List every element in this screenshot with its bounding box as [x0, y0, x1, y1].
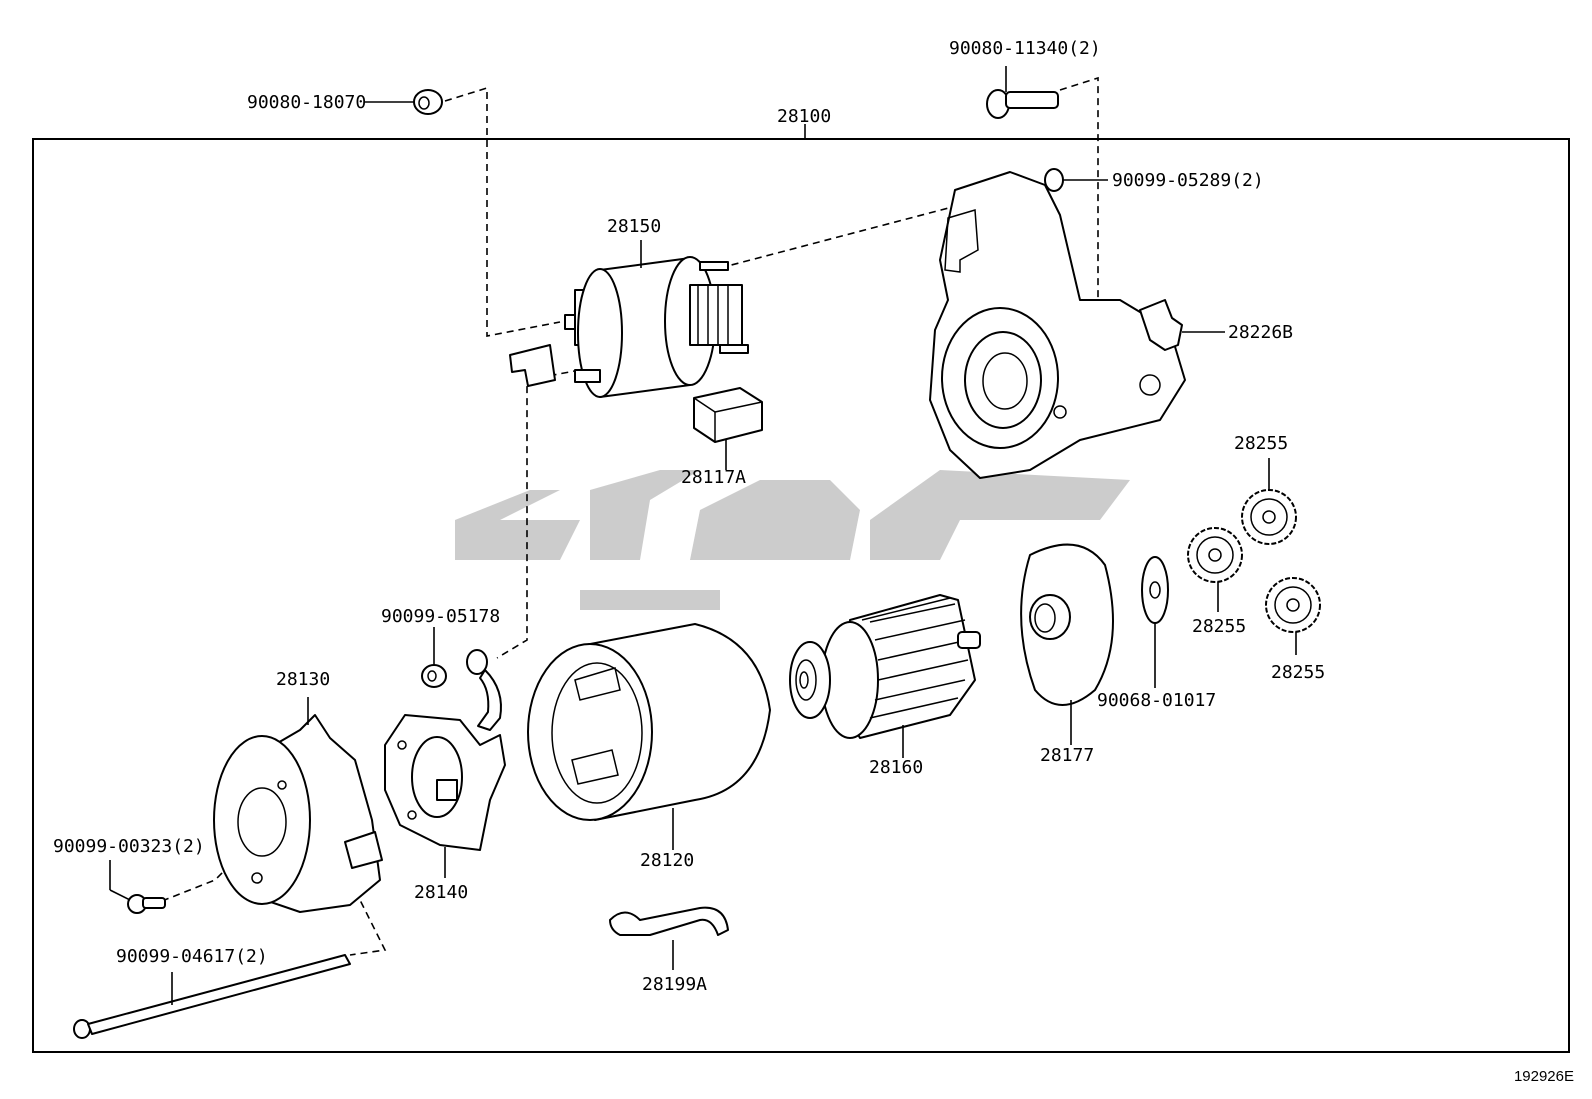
figure-code: 192926E [1513, 1068, 1574, 1085]
label-90099-04617[interactable]: 90099-04617(2) [116, 946, 268, 967]
label-28177[interactable]: 28177 [1040, 745, 1094, 766]
label-28117a[interactable]: 28117A [681, 467, 746, 488]
label-90068-01017[interactable]: 90068-01017 [1097, 690, 1216, 711]
through-bolt-90099-04617[interactable] [73, 954, 351, 1039]
label-90099-05178[interactable]: 90099-05178 [381, 606, 500, 627]
cover-28117a[interactable] [693, 387, 763, 470]
label-90080-11340[interactable]: 90080-11340(2) [949, 38, 1101, 59]
nut-90080-18070[interactable] [364, 89, 443, 115]
lead-wire-terminal[interactable] [466, 649, 502, 731]
part-labels: 28100 90080-18070 90080-11340(2) 90099-0… [53, 38, 1325, 995]
lead-wire-28199a[interactable] [609, 906, 729, 970]
brush-holder-28140[interactable] [384, 714, 506, 878]
label-28226b[interactable]: 28226B [1228, 322, 1293, 343]
nut-90099-05178[interactable] [421, 627, 447, 688]
label-28255-b[interactable]: 28255 [1192, 616, 1246, 637]
plate-28177[interactable] [1020, 543, 1114, 745]
solenoid-switch-28150[interactable] [509, 240, 749, 398]
label-28199a[interactable]: 28199A [642, 974, 707, 995]
label-28255-a[interactable]: 28255 [1234, 433, 1288, 454]
label-28255-c[interactable]: 28255 [1271, 662, 1325, 683]
label-28140[interactable]: 28140 [414, 882, 468, 903]
assembly-frame [32, 138, 1570, 1053]
label-28130[interactable]: 28130 [276, 669, 330, 690]
label-28120[interactable]: 28120 [640, 850, 694, 871]
nut-90099-05289[interactable] [1044, 168, 1108, 192]
yoke-28120[interactable] [527, 623, 771, 850]
watermark-logo [455, 470, 1130, 610]
armature-28160[interactable] [789, 594, 981, 758]
label-28150[interactable]: 28150 [607, 216, 661, 237]
planetary-gear-28255-b[interactable] [1187, 527, 1243, 612]
planetary-gear-28255-a[interactable] [1241, 458, 1297, 545]
bolt-90080-11340[interactable] [986, 66, 1059, 119]
label-assembly-28100[interactable]: 28100 [777, 106, 831, 127]
end-frame-28130[interactable] [213, 697, 383, 913]
screw-90099-00323[interactable] [109, 860, 166, 914]
label-90080-18070[interactable]: 90080-18070 [247, 92, 366, 113]
label-28160[interactable]: 28160 [869, 757, 923, 778]
drive-housing-28226b[interactable] [929, 171, 1225, 479]
washer-90068-01017[interactable] [1141, 556, 1169, 688]
label-90099-05289[interactable]: 90099-05289(2) [1112, 170, 1264, 191]
label-90099-00323[interactable]: 90099-00323(2) [53, 836, 205, 857]
planetary-gear-28255-c[interactable] [1265, 577, 1321, 655]
